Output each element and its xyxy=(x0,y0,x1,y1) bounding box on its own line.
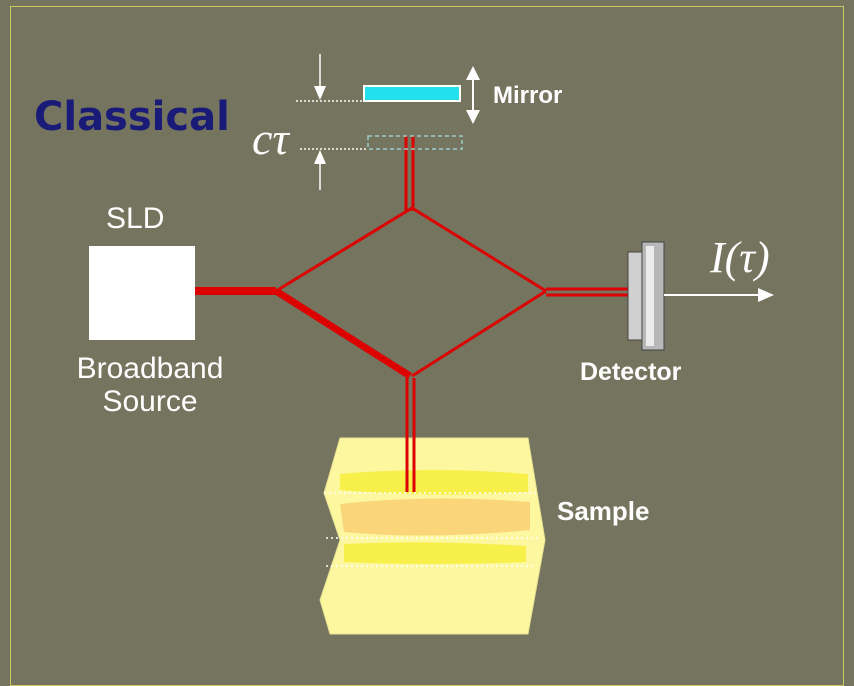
detector-icon xyxy=(627,241,665,351)
sample-block xyxy=(319,437,546,635)
mirror-motion-arrow-icon xyxy=(466,66,480,124)
sample-label: Sample xyxy=(557,496,650,526)
mirror xyxy=(363,85,461,102)
delay-markers xyxy=(296,54,368,190)
path-delay-label: cτ xyxy=(252,113,289,164)
mirror-label: Mirror xyxy=(493,82,563,109)
light-source-short-label: SLD xyxy=(106,202,165,235)
light-source-long-label: Broadband Source xyxy=(76,352,224,418)
light-source-box xyxy=(89,246,195,340)
detector-label: Detector xyxy=(580,358,682,386)
output-signal-label: I(τ) xyxy=(710,233,770,282)
mirror-displaced-outline xyxy=(367,135,463,150)
diagram-title: Classical xyxy=(34,94,230,140)
output-arrow-icon xyxy=(664,288,774,302)
